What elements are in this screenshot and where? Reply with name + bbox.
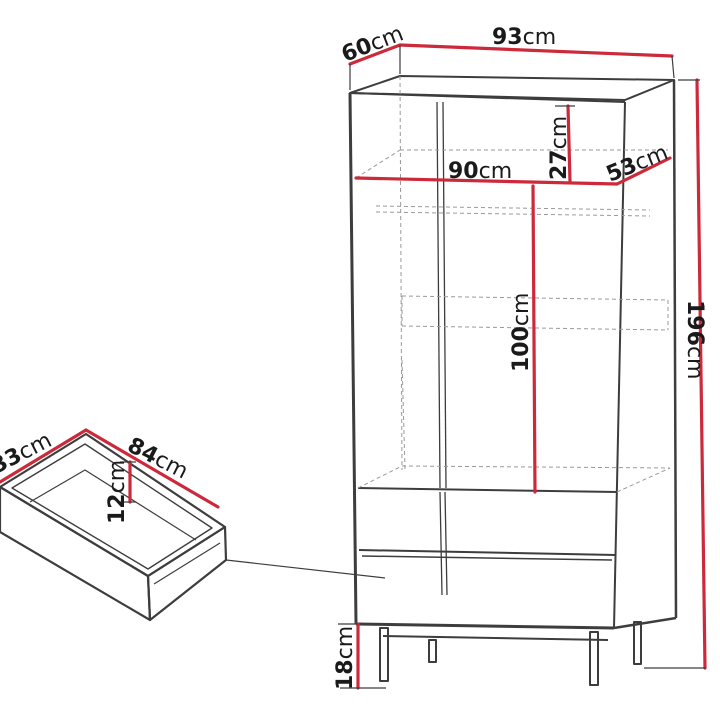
wardrobe-left-edge (348, 92, 358, 625)
dim-line-depth (348, 43, 402, 66)
dim-line-drawer-depth (0, 428, 88, 484)
drawer-leader-line (225, 559, 386, 579)
wardrobe-top (349, 75, 675, 101)
wardrobe-front-right-edge (613, 101, 626, 629)
drawer-inner-rim (11, 443, 213, 570)
dimension-lines (0, 43, 707, 690)
dim-line-drawer-width (84, 428, 220, 509)
door-split-d (444, 491, 448, 596)
wardrobe-leg-back-right (633, 621, 642, 665)
wardrobe-leg-front-right (589, 631, 599, 686)
door-split-c (439, 491, 443, 596)
drawer-left-face (0, 485, 152, 622)
wardrobe-plinth (382, 635, 609, 641)
label-legs: 18cm (333, 626, 358, 690)
wardrobe (348, 75, 678, 686)
label-top-section: 27cm (547, 116, 572, 180)
dim-line-inner-depth (615, 156, 672, 186)
label-inner-width: 90cm (448, 159, 512, 184)
drawer-front-line-top (357, 487, 618, 493)
wardrobe-leg-front-left (379, 627, 389, 682)
wardrobe-front-top-edge (349, 92, 626, 103)
drawer-front-line-mid2 (361, 555, 613, 561)
wardrobe-hidden-lines (355, 75, 671, 493)
drawer-front-face (146, 525, 228, 622)
label-hanging: 100cm (509, 293, 534, 372)
wardrobe-bottom-front (355, 622, 615, 630)
dim-line-hanging (531, 184, 537, 494)
label-drawer-depth: 33cm (0, 428, 56, 479)
wardrobe-back-right-edge (672, 79, 678, 619)
dimension-extension-ticks (120, 45, 706, 689)
wardrobe-bottom-side (613, 616, 677, 630)
dim-line-inner-width (354, 176, 619, 186)
dim-line-height (695, 78, 707, 670)
door-split-b (442, 101, 447, 489)
label-drawer-height: 12cm (105, 460, 130, 524)
label-height: 196cm (682, 300, 707, 379)
drawer-front-line-mid (358, 549, 617, 556)
door-split-a (436, 101, 441, 489)
wardrobe-leg-back-left (428, 639, 437, 663)
drawer-floor (29, 469, 197, 541)
label-inner-depth: 53cm (603, 140, 672, 187)
dim-line-top-section (566, 104, 572, 184)
drawer-front-inner (153, 542, 221, 585)
label-depth: 60cm (338, 21, 407, 67)
label-width: 93cm (492, 25, 556, 50)
dim-line-width (398, 43, 674, 58)
